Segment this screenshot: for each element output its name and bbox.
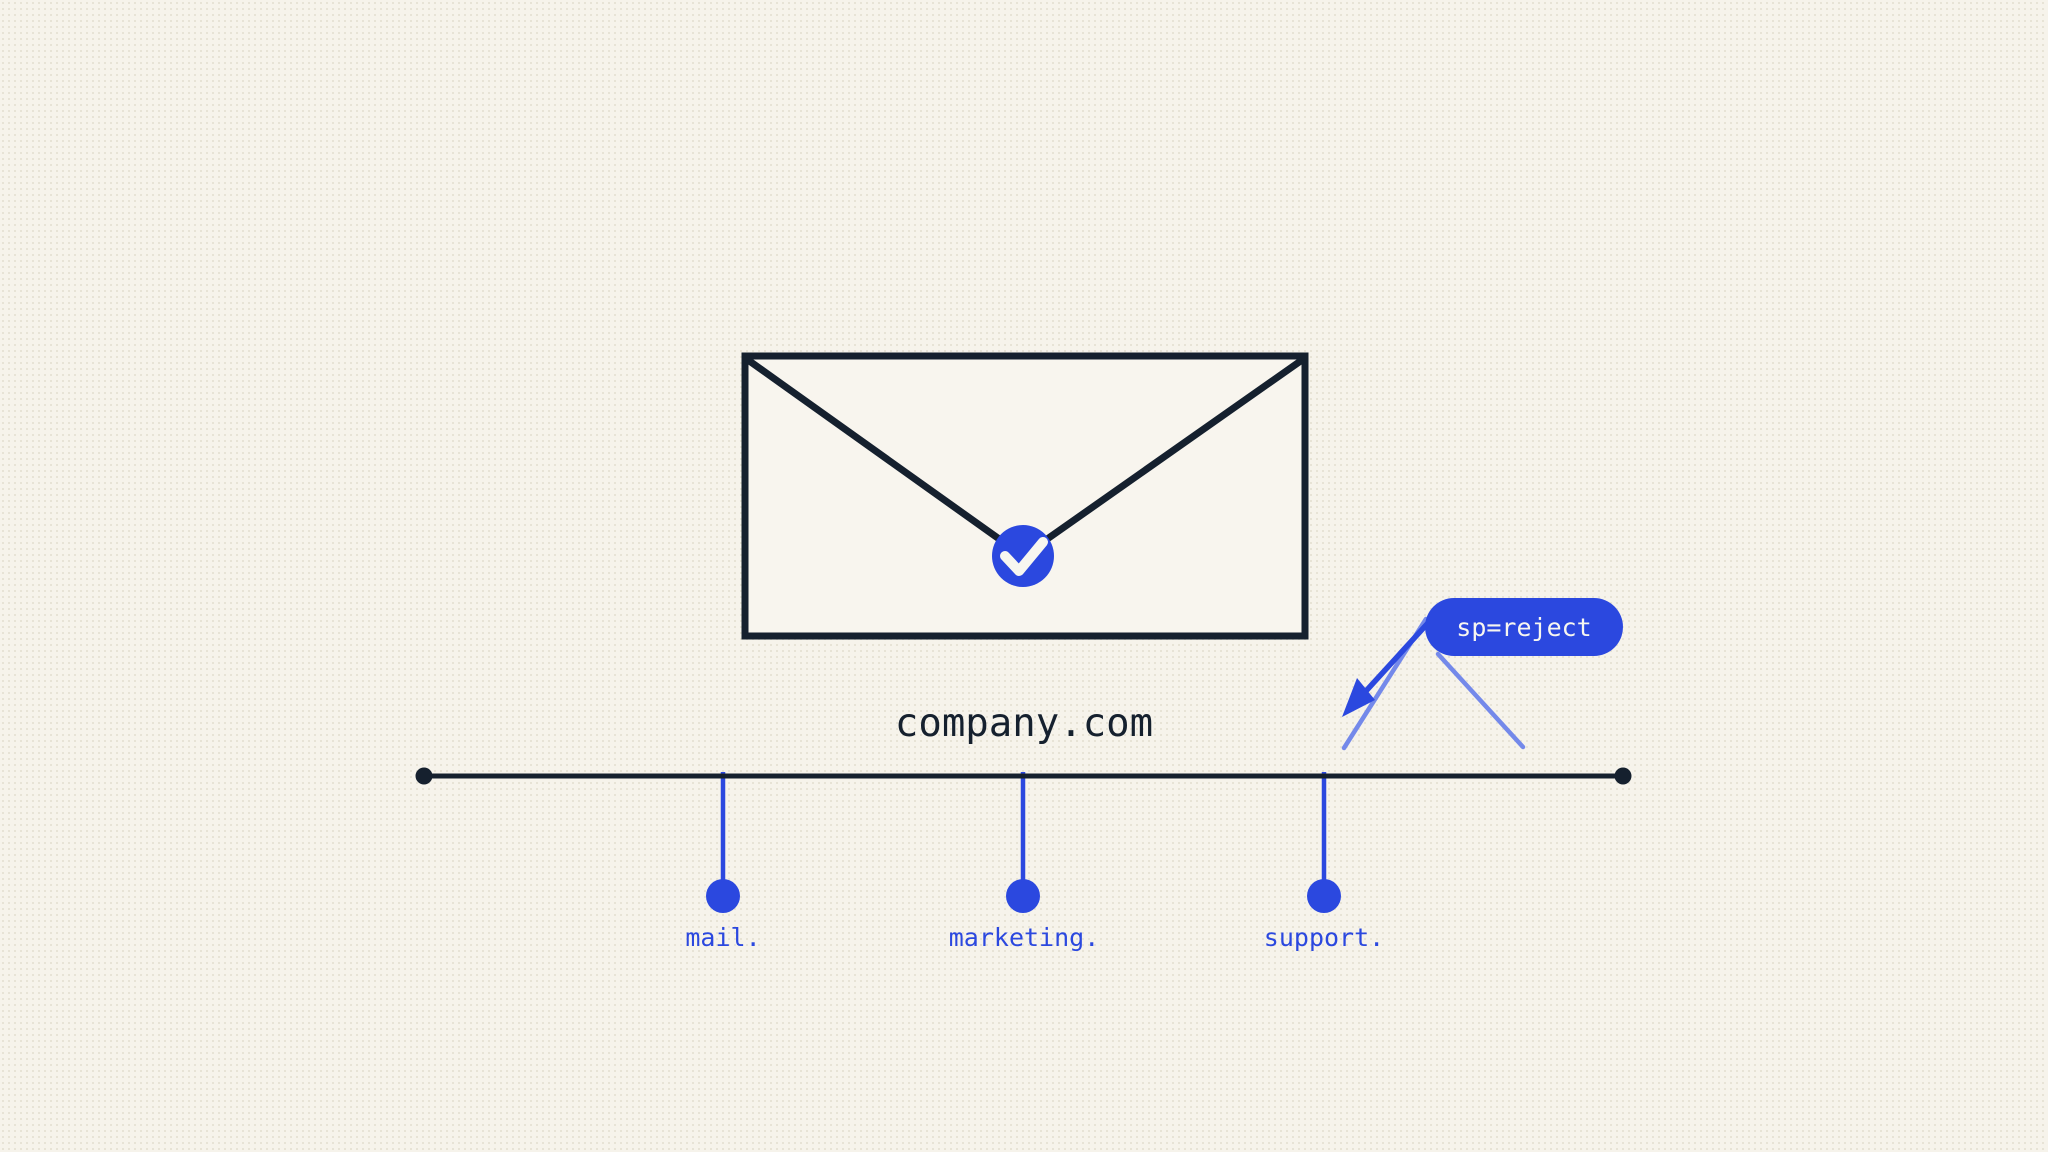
policy-arrow-icon bbox=[1341, 616, 1526, 751]
policy-badge: sp=reject bbox=[1425, 598, 1623, 656]
envelope-flap bbox=[745, 357, 1305, 559]
envelope-body bbox=[741, 352, 1309, 640]
subdomain-label-mail: mail. bbox=[685, 923, 761, 952]
domain-zone-line bbox=[415, 767, 1632, 785]
subdomain-node-dot-marketing bbox=[1006, 879, 1040, 913]
arrow-sketch-stroke-right bbox=[1435, 651, 1526, 750]
zone-endpoint-left bbox=[415, 767, 433, 785]
subdomain-nodes bbox=[706, 772, 1341, 913]
check-icon bbox=[1000, 537, 1048, 576]
subdomain-node-dot-support bbox=[1307, 879, 1341, 913]
subdomain-node-dot-mail bbox=[706, 879, 740, 913]
envelope-icon bbox=[741, 352, 1309, 640]
verified-check-badge bbox=[992, 525, 1054, 587]
zone-endpoint-right bbox=[1614, 767, 1632, 785]
arrow-shaft bbox=[1363, 621, 1431, 693]
policy-badge-label: sp=reject bbox=[1456, 612, 1592, 642]
subdomain-label-marketing: marketing. bbox=[948, 923, 1100, 952]
arrow-head bbox=[1342, 678, 1375, 717]
subdomain-label-support: support. bbox=[1263, 923, 1385, 952]
domain-label: company.com bbox=[894, 701, 1154, 746]
